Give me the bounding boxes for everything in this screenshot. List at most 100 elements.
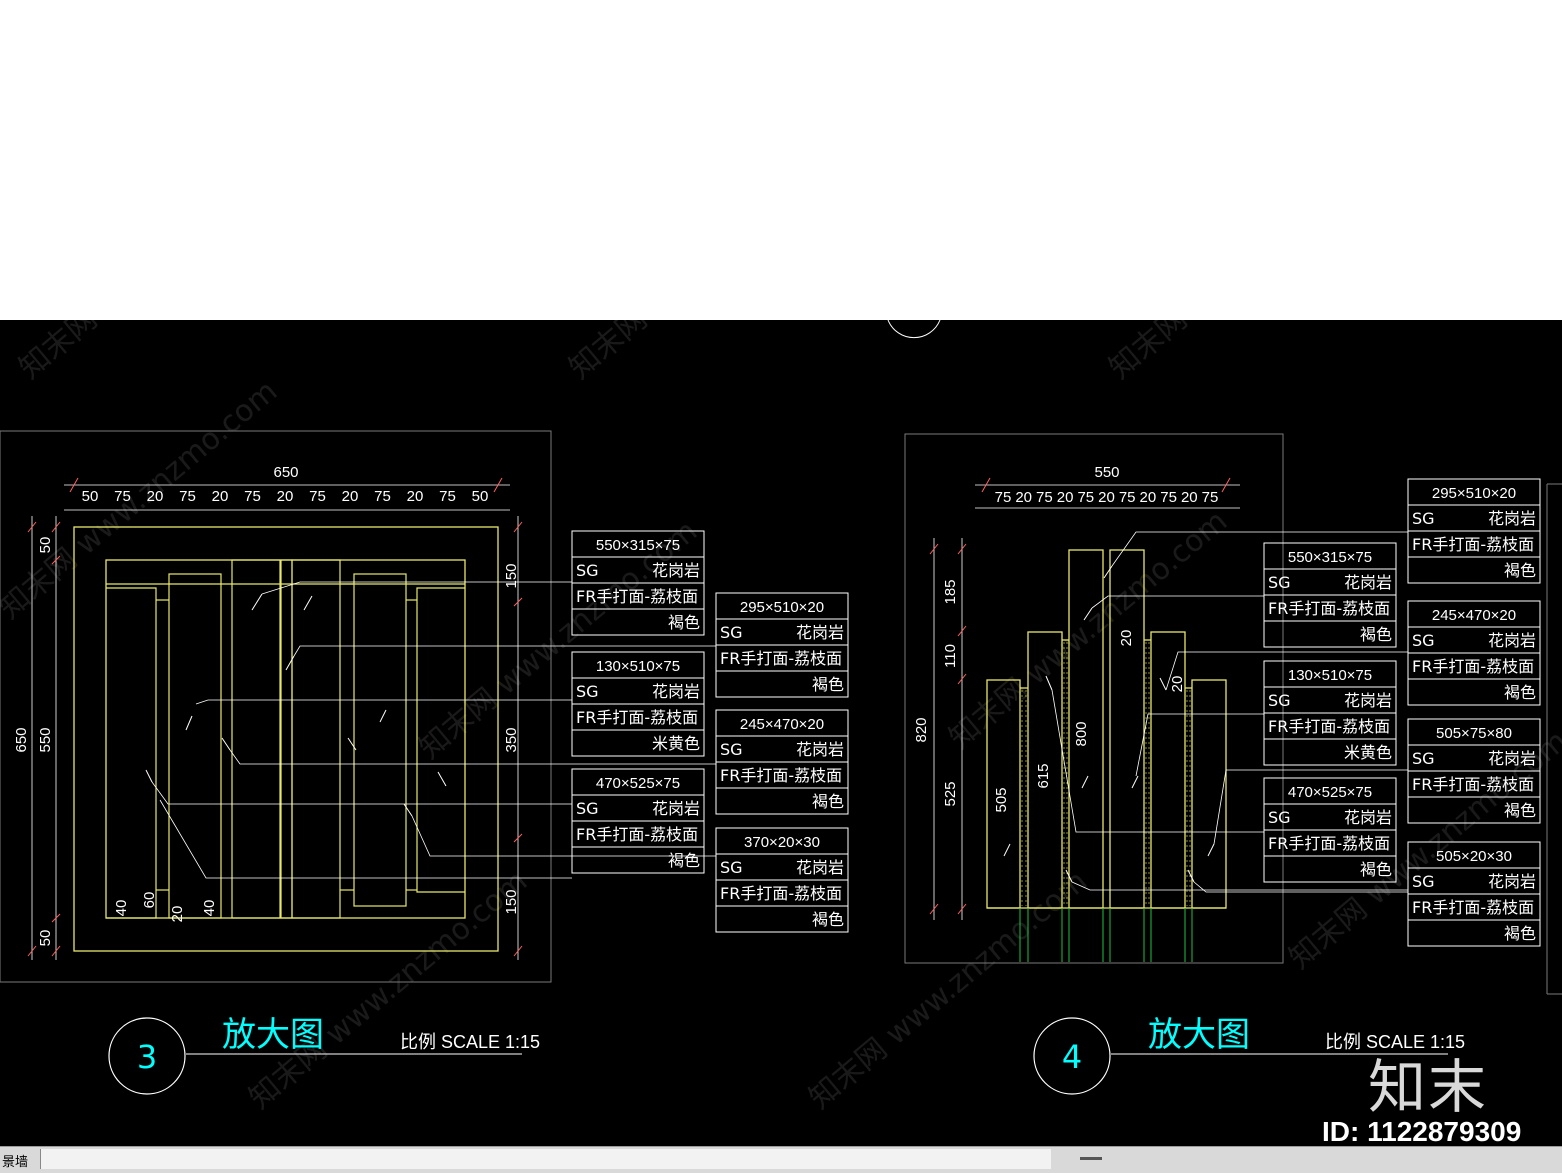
label-size: 295×510×20 [740,599,824,616]
dim-left-1: 185 [942,579,959,604]
dim-top-segment: 75 [114,488,131,505]
caption-4: 4 放大图 比例 SCALE 1:15 [1033,1015,1465,1095]
dim-top-segment: 75 [244,488,261,505]
watermark-id: ID: 1122879309 [1322,1116,1522,1147]
layout-tab-bar: 景墙 [0,1146,1562,1173]
dim-top-total: 650 [273,464,298,481]
tab-strip [40,1149,1051,1169]
caption-scale: 比例 SCALE 1:15 [1325,1032,1465,1052]
label-material: 花岗岩 [796,740,844,759]
label-color: 褐色 [812,910,844,929]
label-material: 花岗岩 [652,561,700,580]
dim-bottom-2: 60 [141,892,158,909]
label-size: 470×525×75 [1288,784,1372,801]
dim-left-total: 820 [913,717,930,742]
label-code: SG [1412,631,1435,650]
label-finish: FR手打面-荔枝面 [720,649,842,668]
dim-top-segment: 20 [1140,489,1157,506]
dimension-ticks [27,477,523,957]
dim-left-3: 525 [942,781,959,806]
label-material: 花岗岩 [1344,573,1392,592]
label-size: 130×510×75 [1288,667,1372,684]
label-code: SG [720,623,743,642]
dim-top-segment: 20 [277,488,294,505]
dim-right-3: 150 [503,889,520,914]
dim-top-segment: 50 [472,488,489,505]
elevation-outlines [986,549,1227,909]
watermark-tile: 知末网 www.znzmo.com [803,864,1094,1116]
edge-lines [1019,908,1193,962]
dim-top-segment: 75 [1077,489,1094,506]
label-code: SG [1268,691,1291,710]
label-code: SG [576,561,599,580]
inner-frame [105,559,466,919]
label-material: 花岗岩 [1344,808,1392,827]
label-finish: FR手打面-荔枝面 [720,884,842,903]
dim-top-segment: 75 [1036,489,1053,506]
dim-top-segment: 20 [407,488,424,505]
label-finish: FR手打面-荔枝面 [1268,717,1390,736]
viewport-frame [904,433,1284,964]
label-code: SG [720,740,743,759]
dimension-lines [933,484,1240,920]
label-material: 花岗岩 [652,799,700,818]
dim-top-segment: 75 [439,488,456,505]
dim-inner-5: 20 [1169,676,1186,693]
label-code: SG [1412,509,1435,528]
dim-inner-4: 20 [1118,630,1135,647]
dim-top-segment: 75 [1119,489,1136,506]
hatch-dots [1021,642,1191,906]
leader-lines [151,581,716,879]
label-material: 花岗岩 [1488,749,1536,768]
label-size: 505×20×30 [1436,848,1512,865]
watermark-logo: 知末 [1368,1053,1489,1121]
dim-top-segment: 20 [147,488,164,505]
label-material: 花岗岩 [652,682,700,701]
caption-title: 放大图 [222,1015,324,1055]
label-material: 花岗岩 [796,858,844,877]
label-color: 褐色 [668,613,700,632]
leader-lines [1051,531,1408,893]
label-material: 花岗岩 [1488,509,1536,528]
label-material: 花岗岩 [1488,631,1536,650]
label-color: 褐色 [1360,860,1392,879]
label-color: 褐色 [1504,924,1536,943]
outer-frame [73,526,499,952]
dim-left-outer: 650 [13,727,30,752]
dim-top-segment: 20 [342,488,359,505]
label-material: 花岗岩 [1488,872,1536,891]
blank-area [0,0,1562,320]
dim-left-2: 110 [942,644,959,668]
caption-circle [108,1017,186,1095]
scrollbar-thumb[interactable] [1080,1157,1102,1160]
label-finish: FR手打面-荔枝面 [1412,657,1534,676]
label-finish: FR手打面-荔枝面 [1268,834,1390,853]
cad-canvas[interactable]: 知末网 www.znzmo.com 知末网 www.znzmo.com 知末网 … [0,320,1562,1146]
layout-tab[interactable]: 景墙 [2,1155,29,1170]
dimension-lines [31,484,519,960]
watermark-tile: 知末网 www.znzmo.com [1103,320,1394,386]
watermark-tile: 知末网 www.znzmo.com [563,320,854,386]
viewport-frame [0,430,552,983]
label-color: 褐色 [812,675,844,694]
label-finish: FR手打面-荔枝面 [576,708,698,727]
dimension-ticks [929,477,1231,915]
dim-left-top: 50 [37,537,54,554]
label-code: SG [1412,749,1435,768]
dim-bottom-1: 40 [113,900,130,917]
label-code: SG [1268,573,1291,592]
label-color: 米黄色 [652,734,700,753]
label-size: 470×525×75 [596,775,680,792]
hatch-marks [1003,565,1215,883]
label-code: SG [720,858,743,877]
dim-top-segment: 75 [309,488,326,505]
